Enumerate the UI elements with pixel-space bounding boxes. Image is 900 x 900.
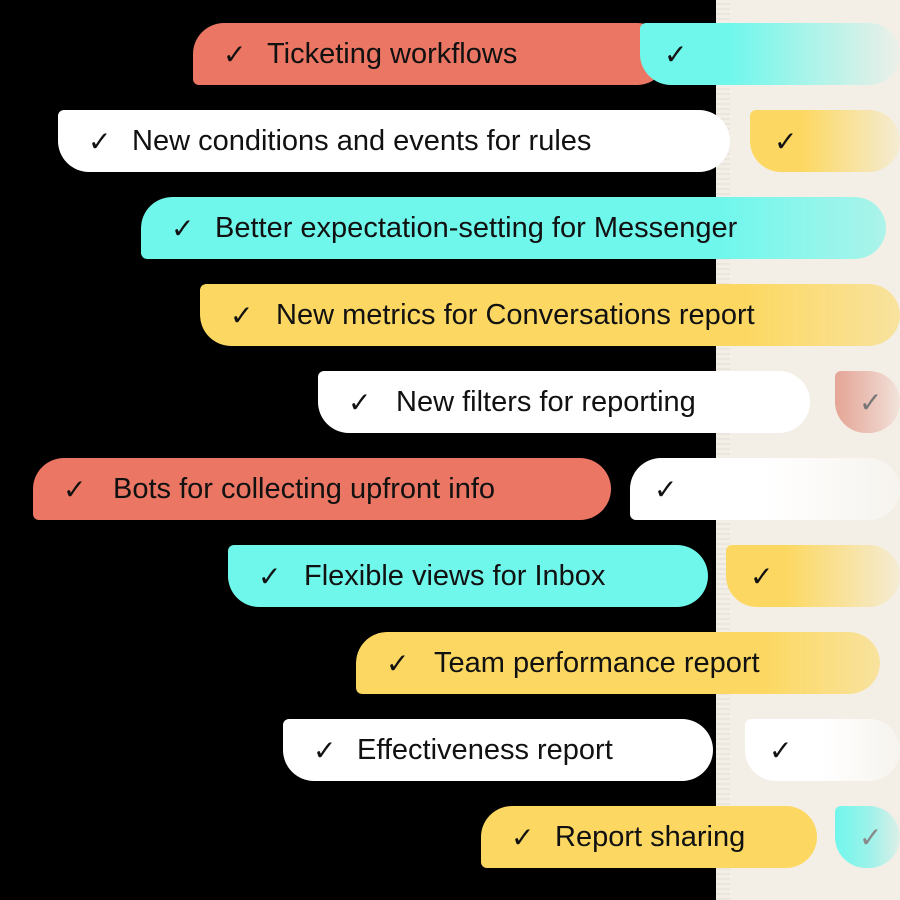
status-check-pill: ✓ [726,545,900,607]
status-check-pill: ✓ [745,719,900,781]
check-icon: ✓ [750,560,774,592]
status-check-pill: ✓ [835,371,900,433]
checklist-item-label: Ticketing workflows [267,37,518,70]
checklist-item-new-filters: ✓ New filters for reporting [318,371,810,433]
check-icon: ✓ [63,473,87,505]
check-icon: ✓ [386,647,410,679]
checklist-item-bots: ✓ Bots for collecting upfront info [33,458,611,520]
check-icon: ✓ [654,473,678,505]
check-icon: ✓ [511,821,535,853]
status-check-pill: ✓ [835,806,900,868]
check-icon: ✓ [223,38,247,70]
checklist-item-new-metrics: ✓ New metrics for Conversations report [200,284,900,346]
status-check-pill: ✓ [640,23,900,85]
check-icon: ✓ [88,125,112,157]
check-icon: ✓ [664,38,688,70]
check-icon: ✓ [769,734,793,766]
checklist-item-label: Flexible views for Inbox [304,559,606,592]
checklist-item-effectiveness: ✓ Effectiveness report [283,719,713,781]
checklist-item-ticketing-workflows: ✓ Ticketing workflows [193,23,668,85]
checklist-item-flexible-views: ✓ Flexible views for Inbox [228,545,708,607]
checklist-item-label: Report sharing [555,820,746,853]
checklist-item-new-conditions: ✓ New conditions and events for rules [58,110,730,172]
check-icon: ✓ [774,125,798,157]
checklist-item-report-sharing: ✓ Report sharing [481,806,817,868]
checklist-item-label: Bots for collecting upfront info [113,472,496,505]
checklist-item-label: Team performance report [434,646,760,679]
check-icon: ✓ [230,299,254,331]
check-icon: ✓ [258,560,282,592]
checklist-item-label: Better expectation-setting for Messenger [215,211,738,244]
checklist-item-label: Effectiveness report [357,733,613,766]
checklist-item-label: New metrics for Conversations report [276,298,755,331]
check-icon: ✓ [313,734,337,766]
check-icon: ✓ [348,386,372,418]
checklist-item-label: New conditions and events for rules [132,124,592,157]
status-check-pill: ✓ [630,458,900,520]
checklist-item-better-expectation: ✓ Better expectation-setting for Messeng… [141,197,886,259]
status-check-pill: ✓ [750,110,900,172]
checklist-item-label: New filters for reporting [396,385,696,418]
check-icon: ✓ [859,821,883,853]
checklist-item-team-performance: ✓ Team performance report [356,632,880,694]
check-icon: ✓ [859,386,883,418]
check-icon: ✓ [171,212,195,244]
